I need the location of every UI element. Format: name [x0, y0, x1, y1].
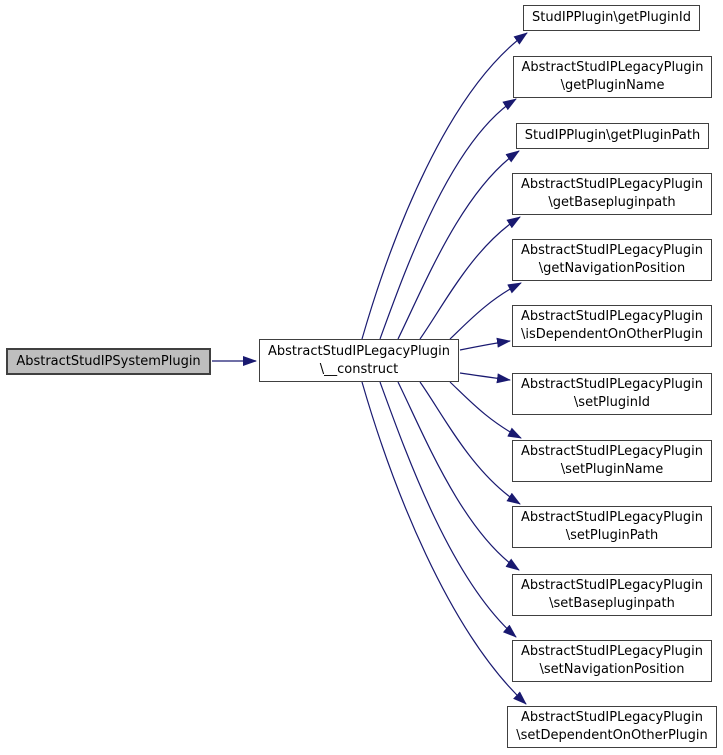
node-label: \setPluginId	[573, 395, 651, 410]
node-get-plugin-id[interactable]: StudIPPlugin\getPluginId	[523, 5, 700, 31]
edge-construct-to-getNavigationPosition	[449, 282, 522, 340]
node-label: StudIPPlugin\getPluginId	[532, 10, 691, 25]
node-construct[interactable]: AbstractStudIPLegacyPlugin \__construct	[259, 339, 459, 382]
node-abstract-studip-system-plugin[interactable]: AbstractStudIPSystemPlugin	[6, 348, 211, 375]
node-label: AbstractStudIPLegacyPlugin	[521, 444, 703, 459]
node-set-dependent-on-other-plugin[interactable]: AbstractStudIPLegacyPlugin \setDependent…	[507, 706, 717, 748]
node-label: AbstractStudIPLegacyPlugin	[521, 309, 703, 324]
edge-construct-to-getPluginPath	[397, 150, 520, 340]
node-label: AbstractStudIPLegacyPlugin	[521, 644, 703, 659]
node-set-plugin-id[interactable]: AbstractStudIPLegacyPlugin \setPluginId	[512, 373, 712, 415]
edge-construct-to-getPluginId	[361, 32, 528, 340]
node-label: \setBasepluginpath	[549, 596, 675, 611]
node-label: AbstractStudIPLegacyPlugin	[268, 343, 450, 359]
node-label: \getBasepluginpath	[548, 195, 676, 210]
node-label: \__construct	[319, 361, 399, 377]
node-label: AbstractStudIPLegacyPlugin	[521, 177, 703, 192]
node-set-basepluginpath[interactable]: AbstractStudIPLegacyPlugin \setBaseplugi…	[512, 574, 712, 616]
node-label: \setPluginName	[560, 462, 664, 477]
edge-construct-to-getPluginName	[379, 98, 517, 340]
node-label: \setNavigationPosition	[539, 662, 685, 677]
node-label: AbstractStudIPLegacyPlugin	[521, 377, 703, 392]
edge-construct-to-setPluginPath	[419, 381, 521, 505]
edge-construct-to-getBasepluginpath	[419, 216, 521, 340]
node-label: \isDependentOnOtherPlugin	[520, 327, 704, 342]
edge-construct-to-setDependentOnOtherPlugin	[361, 381, 527, 705]
node-set-navigation-position[interactable]: AbstractStudIPLegacyPlugin \setNavigatio…	[512, 640, 712, 682]
node-label: \setPluginPath	[565, 528, 659, 543]
node-get-navigation-position[interactable]: AbstractStudIPLegacyPlugin \getNavigatio…	[512, 239, 712, 281]
node-label: StudIPPlugin\getPluginPath	[524, 128, 701, 143]
node-label: \setDependentOnOtherPlugin	[516, 728, 708, 743]
node-label: \getNavigationPosition	[538, 261, 686, 276]
node-label: AbstractStudIPSystemPlugin	[16, 353, 201, 369]
node-label: AbstractStudIPLegacyPlugin	[521, 60, 704, 75]
edge-construct-to-isDependentOnOtherPlugin	[459, 337, 511, 351]
node-set-plugin-path[interactable]: AbstractStudIPLegacyPlugin \setPluginPat…	[512, 506, 712, 548]
node-label: AbstractStudIPLegacyPlugin	[521, 510, 703, 525]
edge-construct-to-setBasepluginpath	[397, 381, 520, 571]
edge-construct-to-setPluginId	[459, 372, 511, 384]
node-label: \getPluginName	[560, 78, 665, 93]
edge-construct-to-setNavigationPosition	[379, 381, 517, 638]
node-label: AbstractStudIPLegacyPlugin	[521, 243, 703, 258]
node-get-plugin-name[interactable]: AbstractStudIPLegacyPlugin \getPluginNam…	[513, 56, 712, 98]
node-is-dependent-on-other-plugin[interactable]: AbstractStudIPLegacyPlugin \isDependentO…	[512, 305, 712, 347]
node-get-plugin-path[interactable]: StudIPPlugin\getPluginPath	[516, 123, 709, 149]
node-label: AbstractStudIPLegacyPlugin	[521, 578, 703, 593]
node-label: AbstractStudIPLegacyPlugin	[521, 710, 703, 725]
node-set-plugin-name[interactable]: AbstractStudIPLegacyPlugin \setPluginNam…	[512, 440, 712, 482]
node-get-basepluginpath[interactable]: AbstractStudIPLegacyPlugin \getBaseplugi…	[512, 173, 712, 215]
edge-construct-to-setPluginName	[449, 381, 522, 439]
